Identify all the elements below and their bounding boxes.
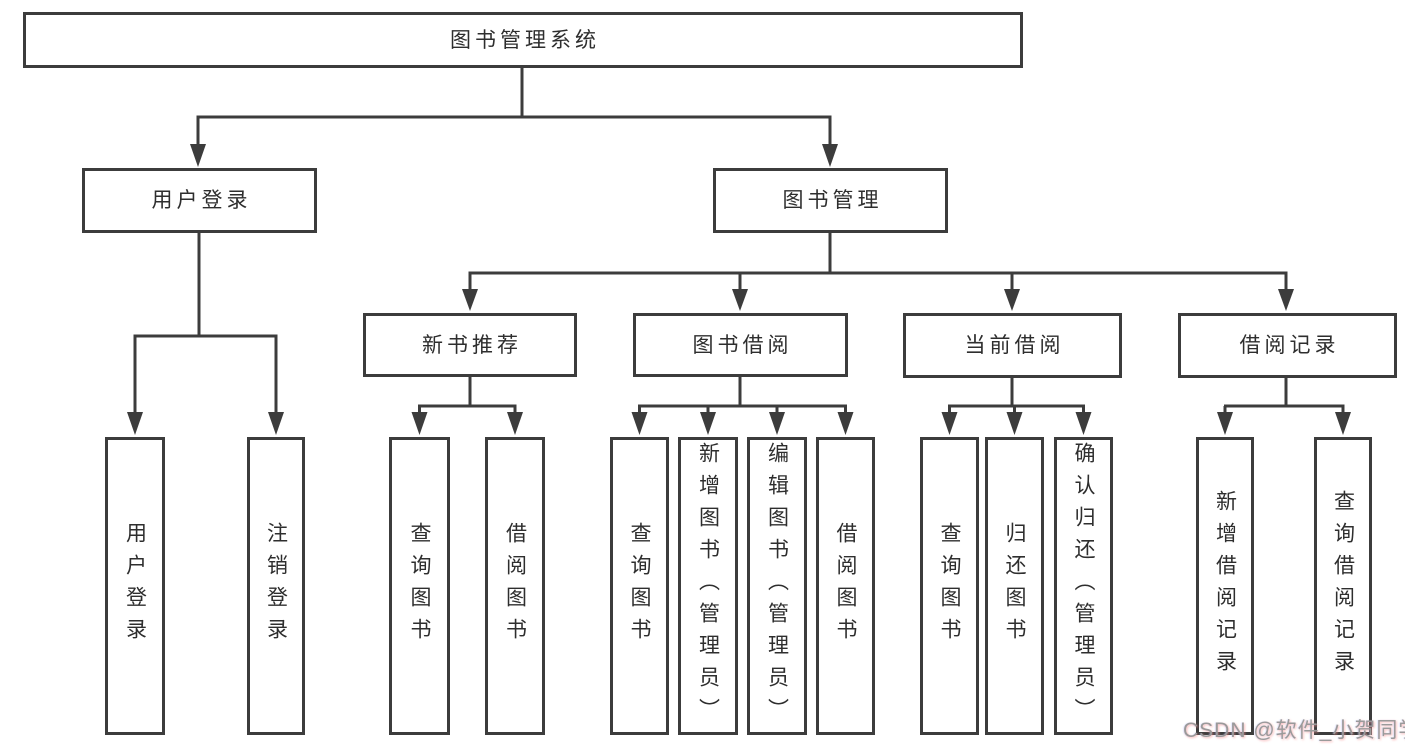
node-leaf-add-borrow-record: 新增借阅记录 [1196,437,1254,735]
node-leaf-edit-books-admin: 编辑图书（管理员） [747,437,807,735]
node-user-login: 用户登录 [82,168,317,233]
node-leaf-borrow-books-1-label: 借阅图书 [503,522,527,650]
node-book-management: 图书管理 [713,168,948,233]
node-leaf-query-borrow-record: 查询借阅记录 [1314,437,1372,735]
node-leaf-query-books-2-label: 查询图书 [628,522,651,650]
node-leaf-query-books-1: 查询图书 [389,437,450,735]
node-leaf-query-books-3-label: 查询图书 [938,522,961,650]
node-book-borrowing: 图书借阅 [633,313,848,377]
node-leaf-logout: 注销登录 [247,437,305,735]
node-new-book-recommend: 新书推荐 [363,313,577,377]
node-leaf-add-books-admin-label: 新增图书（管理员） [696,442,720,730]
node-leaf-user-login-label: 用户登录 [123,522,147,650]
node-leaf-confirm-return-admin: 确认归还（管理员） [1054,437,1113,735]
node-leaf-borrow-books-2: 借阅图书 [816,437,875,735]
node-leaf-add-borrow-record-label: 新增借阅记录 [1213,490,1237,682]
node-new-book-recommend-label: 新书推荐 [422,333,522,357]
node-leaf-query-books-3: 查询图书 [920,437,979,735]
csdn-watermark: CSDN @软件_小贺同学 [1183,719,1405,742]
node-leaf-return-books: 归还图书 [985,437,1044,735]
node-borrowing-records-label: 借阅记录 [1239,334,1340,357]
node-book-borrowing-label: 图书借阅 [692,333,793,357]
node-book-management-label: 图书管理 [782,189,883,212]
node-leaf-add-books-admin: 新增图书（管理员） [678,437,738,735]
node-leaf-confirm-return-admin-label: 确认归还（管理员） [1072,442,1095,730]
node-library-system: 图书管理系统 [23,12,1023,68]
node-leaf-query-books-2: 查询图书 [610,437,669,735]
node-user-login-label: 用户登录 [151,189,252,212]
node-leaf-query-books-1-label: 查询图书 [408,522,431,650]
node-current-borrowing-label: 当前借阅 [964,334,1065,357]
node-leaf-return-books-label: 归还图书 [1003,522,1026,650]
node-leaf-edit-books-admin-label: 编辑图书（管理员） [765,442,789,730]
node-leaf-borrow-books-2-label: 借阅图书 [834,522,857,650]
node-leaf-borrow-books-1: 借阅图书 [485,437,545,735]
node-borrowing-records: 借阅记录 [1178,313,1397,378]
node-leaf-query-borrow-record-label: 查询借阅记录 [1331,490,1355,682]
node-leaf-user-login: 用户登录 [105,437,165,735]
node-library-system-label: 图书管理系统 [450,28,600,52]
node-current-borrowing: 当前借阅 [903,313,1122,378]
node-leaf-logout-label: 注销登录 [264,522,288,650]
